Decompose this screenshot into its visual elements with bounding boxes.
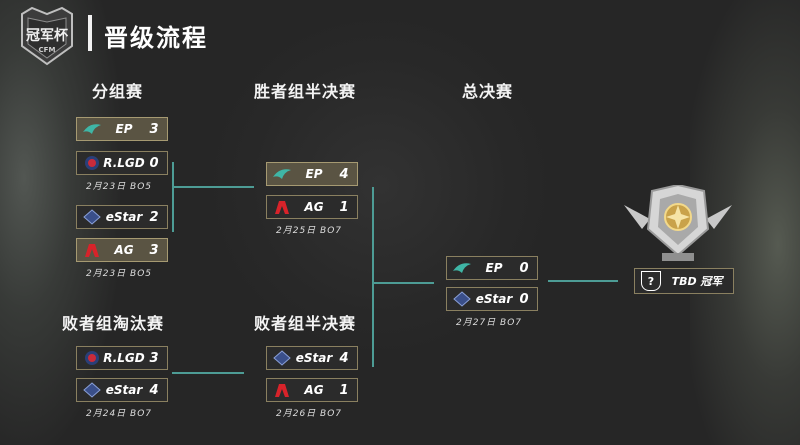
team-slot-ws-top[interactable]: EP 4 (266, 162, 358, 186)
svg-text:冠军杯: 冠军杯 (26, 27, 69, 44)
connector-line (372, 187, 374, 367)
team-score: 4 (339, 166, 349, 182)
ep-icon (271, 165, 293, 183)
rlgd-icon (81, 349, 103, 367)
section-losers-semi: 败者组半决赛 (254, 314, 357, 333)
team-score: 1 (339, 199, 349, 215)
team-slot-le-bottom[interactable]: eStar 4 (76, 378, 168, 402)
team-score: 0 (519, 260, 529, 276)
ep-icon (81, 120, 103, 138)
page-title: 晋级流程 (104, 23, 208, 52)
team-name: R.LGD (103, 156, 145, 170)
ag-icon (271, 381, 293, 399)
team-slot-final-bottom[interactable]: eStar 0 (446, 287, 538, 311)
connector-line (174, 186, 254, 188)
background-decoration-right (690, 0, 800, 445)
trophy-icon (624, 185, 732, 261)
team-name: EP (485, 261, 503, 275)
match-date-format: 2月26日 BO7 (276, 409, 343, 419)
team-score: 4 (149, 382, 159, 398)
team-score: 2 (149, 209, 159, 225)
team-slot-ls-bottom[interactable]: AG 1 (266, 378, 358, 402)
section-final: 总决赛 (462, 82, 514, 101)
estar-icon (81, 381, 103, 399)
team-slot-g2-bottom[interactable]: AG 3 (76, 238, 168, 262)
team-slot-le-top[interactable]: R.LGD 3 (76, 346, 168, 370)
team-name: EP (115, 122, 133, 136)
estar-icon (81, 208, 103, 226)
team-name: AG (304, 383, 324, 397)
team-score: 1 (339, 382, 349, 398)
team-slot-g1-top[interactable]: EP 3 (76, 117, 168, 141)
connector-line (172, 372, 244, 374)
connector-line (172, 162, 174, 232)
team-slot-ws-bottom[interactable]: AG 1 (266, 195, 358, 219)
title-divider (88, 15, 92, 51)
team-name: AG (304, 200, 324, 214)
team-slot-ls-top[interactable]: eStar 4 (266, 346, 358, 370)
team-name: R.LGD (103, 351, 145, 365)
champion-slot[interactable]: ? TBD 冠军 (634, 268, 734, 294)
estar-icon (451, 290, 473, 308)
team-score: 4 (339, 350, 349, 366)
team-slot-g2-top[interactable]: eStar 2 (76, 205, 168, 229)
connector-line (548, 280, 618, 282)
svg-text:CFM: CFM (39, 46, 56, 54)
team-name: AG (114, 243, 134, 257)
team-slot-g1-bottom[interactable]: R.LGD 0 (76, 151, 168, 175)
match-date-format: 2月25日 BO7 (276, 226, 343, 236)
question-shield-icon: ? (641, 271, 661, 291)
ep-icon (451, 259, 473, 277)
team-name: eStar (105, 383, 143, 397)
champion-label: TBD 冠军 (671, 275, 723, 288)
match-date-format: 2月23日 BO5 (86, 269, 153, 279)
estar-icon (271, 349, 293, 367)
team-name: eStar (295, 351, 333, 365)
match-date-format: 2月23日 BO5 (86, 182, 153, 192)
match-date-format: 2月24日 BO7 (86, 409, 153, 419)
team-slot-final-top[interactable]: EP 0 (446, 256, 538, 280)
team-name: eStar (475, 292, 513, 306)
section-losers-elimination: 败者组淘汰赛 (62, 314, 165, 333)
section-winners-semi: 胜者组半决赛 (254, 82, 357, 101)
team-score: 3 (149, 242, 159, 258)
rlgd-icon (81, 154, 103, 172)
ag-icon (271, 198, 293, 216)
team-name: eStar (105, 210, 143, 224)
team-score: 0 (149, 155, 159, 171)
cfm-cup-logo: 冠军杯 CFM (21, 6, 73, 66)
team-score: 3 (149, 121, 159, 137)
section-group-stage: 分组赛 (92, 82, 144, 101)
ag-icon (81, 241, 103, 259)
team-name: EP (305, 167, 323, 181)
team-score: 0 (519, 291, 529, 307)
match-date-format: 2月27日 BO7 (456, 318, 523, 328)
team-score: 3 (149, 350, 159, 366)
connector-line (374, 282, 434, 284)
